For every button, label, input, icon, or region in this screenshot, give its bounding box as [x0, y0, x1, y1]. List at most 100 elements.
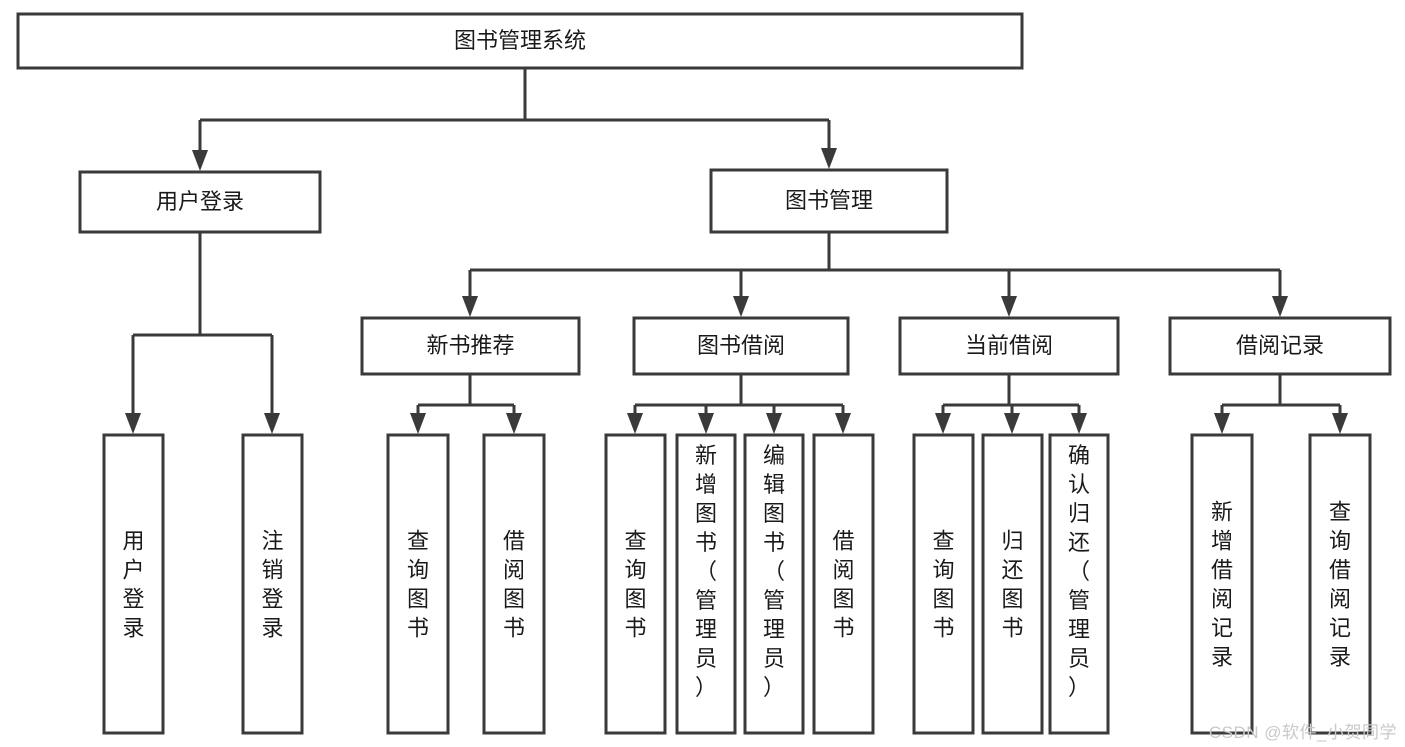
node-label-book-management: 图书管理	[785, 188, 873, 213]
node-label-char: 图	[763, 501, 785, 526]
node-label-char: 书	[1001, 616, 1023, 641]
arrowhead-icon	[935, 413, 951, 434]
node-label-char: 新	[1211, 500, 1233, 525]
node-box-leaf-return-book	[981, 433, 1044, 735]
arrowhead-icon	[264, 413, 280, 434]
node-box-current-borrow	[898, 316, 1120, 376]
node-label-char: ）	[763, 675, 785, 700]
node-current-borrow[interactable]: 当前借阅	[898, 316, 1120, 376]
node-label-user-login: 用户登录	[156, 189, 244, 214]
node-book-borrow[interactable]: 图书借阅	[632, 316, 850, 376]
node-box-leaf-query-books-current	[912, 433, 975, 735]
node-leaf-borrow-books-recommend[interactable]: 借阅图书借阅图书	[482, 433, 546, 735]
node-leaf-query-books-recommend[interactable]: 查询图书查询图书	[386, 433, 450, 735]
node-user-login[interactable]: 用户登录	[78, 170, 322, 234]
node-box-leaf-add-book-admin	[675, 433, 737, 735]
node-label-new-book-recommend: 新书推荐	[426, 333, 514, 358]
node-label-char: 理	[763, 617, 785, 642]
node-new-book-recommend[interactable]: 新书推荐	[360, 316, 581, 376]
node-label-char: 增	[1211, 529, 1233, 554]
node-label-char: 借	[832, 529, 854, 554]
node-label-char: 询	[624, 558, 646, 583]
node-label-char: 查	[624, 529, 646, 554]
node-box-book-management	[709, 168, 949, 234]
node-book-management[interactable]: 图书管理	[709, 168, 949, 234]
node-leaf-borrow-book[interactable]: 借阅图书借阅图书	[812, 433, 875, 735]
node-label-char: 录	[122, 616, 144, 641]
arrowhead-icon	[462, 296, 478, 317]
node-label-char: 确	[1068, 443, 1090, 468]
node-label-char: 还	[1068, 530, 1090, 555]
node-leaf-logout[interactable]: 注销登录注销登录	[241, 433, 304, 735]
arrowhead-icon	[125, 413, 141, 434]
arrowhead-icon	[506, 413, 522, 434]
node-box-book-borrow	[632, 316, 850, 376]
node-label-book-borrow: 图书借阅	[697, 333, 785, 358]
node-label-borrow-records: 借阅记录	[1236, 333, 1324, 358]
node-borrow-records[interactable]: 借阅记录	[1168, 316, 1392, 376]
node-box-new-book-recommend	[360, 316, 581, 376]
arrowhead-icon	[733, 296, 749, 317]
node-label-char: 书	[695, 530, 717, 555]
node-label-char: 阅	[1211, 587, 1233, 612]
node-label-char: （	[1068, 559, 1090, 584]
node-label-char: 图	[695, 501, 717, 526]
node-leaf-return-book[interactable]: 归还图书归还图书	[981, 433, 1044, 735]
node-label-char: 还	[1001, 558, 1023, 583]
arrowhead-icon	[1001, 296, 1017, 317]
arrowhead-icon	[1272, 296, 1288, 317]
node-label-char: 记	[1211, 616, 1233, 641]
node-label-char: 书	[832, 616, 854, 641]
node-label-char: ）	[695, 675, 717, 700]
arrowhead-icon	[1332, 413, 1348, 434]
node-root[interactable]: 图书管理系统	[16, 12, 1024, 70]
node-label-char: 录	[1211, 645, 1233, 670]
node-label-char: 书	[407, 616, 429, 641]
node-label-char: 认	[1068, 472, 1090, 497]
node-label-char: 销	[261, 558, 283, 583]
node-label-char: 注	[261, 529, 283, 554]
node-label-char: 理	[695, 617, 717, 642]
node-label-char: 录	[261, 616, 283, 641]
node-label-char: 查	[407, 529, 429, 554]
node-label-char: （	[695, 559, 717, 584]
node-label-char: 理	[1068, 617, 1090, 642]
node-label-char: 阅	[503, 558, 525, 583]
node-box-leaf-add-borrow-record	[1190, 433, 1254, 735]
node-box-leaf-query-books-borrow	[604, 433, 667, 735]
node-box-leaf-confirm-return-admin	[1048, 433, 1110, 735]
node-label-char: 员	[695, 646, 717, 671]
arrowhead-icon	[698, 413, 714, 434]
node-label-char: 管	[763, 588, 785, 613]
node-leaf-user-login[interactable]: 用户登录用户登录	[102, 433, 165, 735]
connector-links-layer	[125, 68, 1348, 434]
node-leaf-add-borrow-record[interactable]: 新增借阅记录新增借阅记录	[1190, 433, 1254, 735]
node-label-char: 图	[503, 587, 525, 612]
node-label-char: 编	[763, 443, 785, 468]
node-label-char: 管	[1068, 588, 1090, 613]
arrowhead-icon	[410, 413, 426, 434]
arrowhead-icon	[1214, 413, 1230, 434]
node-label-char: （	[763, 559, 785, 584]
node-label-char: 阅	[1329, 587, 1351, 612]
node-label-char: 辑	[763, 472, 785, 497]
arrowhead-icon	[627, 413, 643, 434]
node-label-char: 询	[407, 558, 429, 583]
node-label-char: 新	[695, 443, 717, 468]
node-label-char: 书	[763, 530, 785, 555]
node-label-char: 图	[932, 587, 954, 612]
node-label-char: 询	[1329, 529, 1351, 554]
node-label-current-borrow: 当前借阅	[965, 333, 1053, 358]
node-label-char: 询	[932, 558, 954, 583]
node-label-root: 图书管理系统	[454, 28, 586, 53]
node-box-root	[16, 12, 1024, 70]
node-label-char: 录	[1329, 645, 1351, 670]
node-leaf-query-borrow-record[interactable]: 查询借阅记录查询借阅记录	[1308, 433, 1372, 735]
node-label-char: 员	[763, 646, 785, 671]
node-leaf-query-books-current[interactable]: 查询图书查询图书	[912, 433, 975, 735]
node-leaf-query-books-borrow[interactable]: 查询图书查询图书	[604, 433, 667, 735]
